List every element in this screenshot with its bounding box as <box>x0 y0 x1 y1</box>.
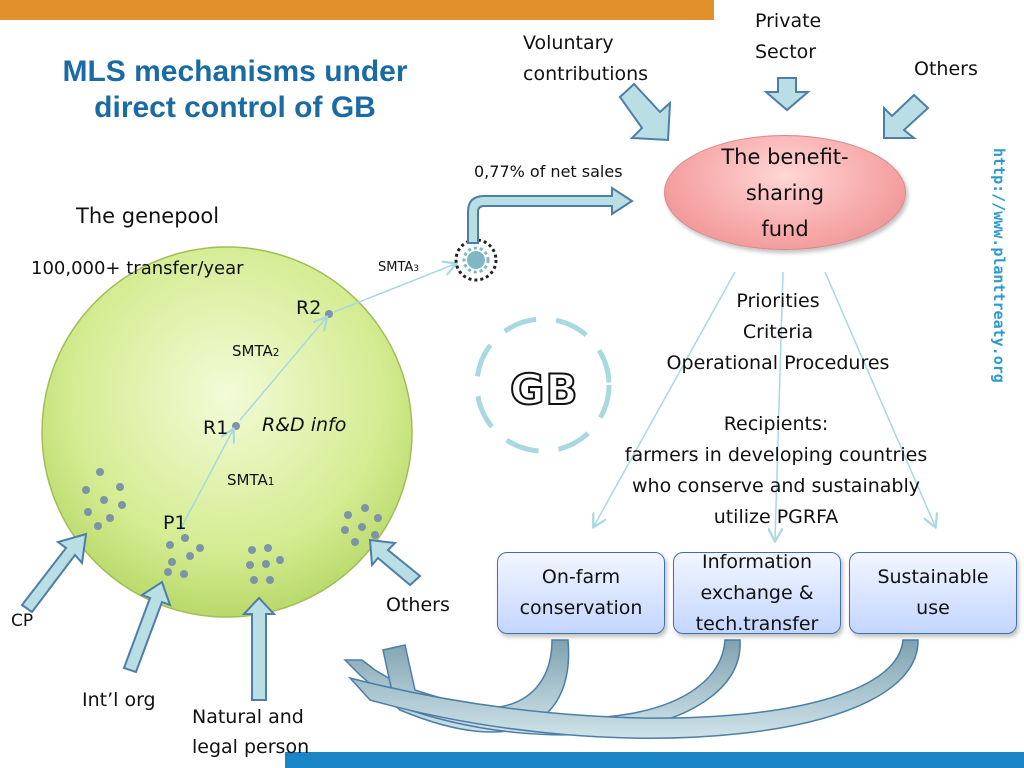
box-2-line-1: Information <box>702 550 812 573</box>
natural-legal-line-1: Natural and <box>192 706 304 728</box>
node-dot-r2 <box>325 310 333 318</box>
others-top-label: Others <box>914 58 978 80</box>
voluntary-label: Voluntary contributions <box>523 28 648 90</box>
seed-clusters <box>82 468 382 584</box>
node-dot-r1 <box>232 422 240 430</box>
smta1-flow-line <box>179 430 233 531</box>
treaty-url[interactable]: http://www.planttreaty.org <box>990 148 1008 383</box>
fund-line-2: sharing <box>745 180 825 205</box>
seed-cluster-left <box>82 468 126 530</box>
priorities-block: Priorities Criteria Operational Procedur… <box>628 286 928 379</box>
box-1-line-1: On-farm <box>541 566 621 588</box>
smta2-label: SMTA2 <box>232 336 279 369</box>
procedures-text: Operational Procedures <box>666 352 890 374</box>
smta3-text: SMTA <box>378 260 414 275</box>
page-title: MLS mechanisms under direct control of G… <box>62 55 408 124</box>
fund-line-middle <box>775 271 784 540</box>
box-2-line-3: tech.transfer <box>695 612 819 635</box>
recipients-heading: Recipients: <box>723 413 829 435</box>
seed-cluster-middle <box>246 544 284 584</box>
others-left-arrow <box>368 538 422 587</box>
seed-cluster-p1 <box>164 534 204 578</box>
transfers-label: 100,000+ transfer/year <box>31 258 244 279</box>
node-label-r1: R1 <box>203 417 229 439</box>
return-swoosh-3 <box>347 639 919 739</box>
criteria-text: Criteria <box>742 321 814 343</box>
cp-arrow <box>20 532 88 614</box>
voluntary-line-2: contributions <box>523 63 649 85</box>
smta2-text: SMTA <box>232 342 273 360</box>
fund-line-left <box>594 271 736 526</box>
rd-info-label: R&D info <box>262 414 347 436</box>
box-sustainable-use: Sustainable use <box>849 552 1017 634</box>
private-sector-arrow <box>763 77 811 112</box>
smta3-label: SMTA3 <box>378 252 419 285</box>
node-label-p1: P1 <box>163 512 187 534</box>
box-1-line-2: conservation <box>519 597 643 619</box>
fund-line-3: fund <box>761 216 809 241</box>
gb-label: GB <box>509 364 579 415</box>
net-sales-arrow <box>467 186 634 244</box>
net-sales-label: 0,77% of net sales <box>474 162 623 181</box>
box-on-farm-conservation: On-farm conservation <box>497 552 665 634</box>
private-line-1: Private <box>755 10 822 32</box>
gb-ring <box>474 316 612 454</box>
natural-person-arrow <box>241 596 277 701</box>
genepool-heading: The genepool <box>76 204 220 228</box>
private-sector-label: Private Sector <box>755 6 821 68</box>
intl-org-label: Int’l org <box>82 689 156 711</box>
smta2-subscript: 2 <box>272 347 280 359</box>
gear-icon <box>454 238 498 282</box>
box-information-exchange: Information exchange & tech.transfer <box>673 551 841 635</box>
voluntary-arrow <box>618 82 672 142</box>
box-3-line-2: use <box>916 597 950 619</box>
smta1-subscript: 1 <box>267 476 275 488</box>
smta1-label: SMTA1 <box>227 465 274 498</box>
cp-label: CP <box>11 611 34 631</box>
private-line-2: Sector <box>755 41 817 63</box>
box-2-line-2: exchange & <box>700 581 814 604</box>
benefit-sharing-fund: The benefit- sharing fund <box>664 135 906 250</box>
top-accent-bar <box>0 0 714 20</box>
smta2-flow-line <box>239 318 326 421</box>
recipients-block: Recipients: farmers in developing countr… <box>596 409 956 533</box>
others-top-arrow <box>883 93 930 139</box>
smta3-subscript: 3 <box>413 264 420 274</box>
priorities-text: Priorities <box>736 290 820 312</box>
seed-cluster-right <box>341 504 382 546</box>
box-3-line-1: Sustainable <box>877 566 989 588</box>
node-label-r2: R2 <box>296 297 322 319</box>
recipients-line-1: farmers in developing countries <box>624 444 928 466</box>
others-left-label: Others <box>386 594 450 616</box>
smta3-flow-line <box>333 264 455 313</box>
fund-line-right <box>824 271 935 526</box>
natural-legal-label: Natural and legal person <box>192 702 309 762</box>
natural-legal-line-2: legal person <box>192 736 310 758</box>
recipients-line-3: utilize PGRFA <box>713 506 839 528</box>
bottom-accent-bar <box>285 752 1024 768</box>
recipients-line-2: who conserve and sustainably <box>632 475 920 497</box>
voluntary-line-1: Voluntary <box>523 32 614 54</box>
fund-line-1: The benefit- <box>721 144 849 169</box>
smta1-text: SMTA <box>227 471 268 489</box>
intl-org-arrow <box>122 580 172 674</box>
